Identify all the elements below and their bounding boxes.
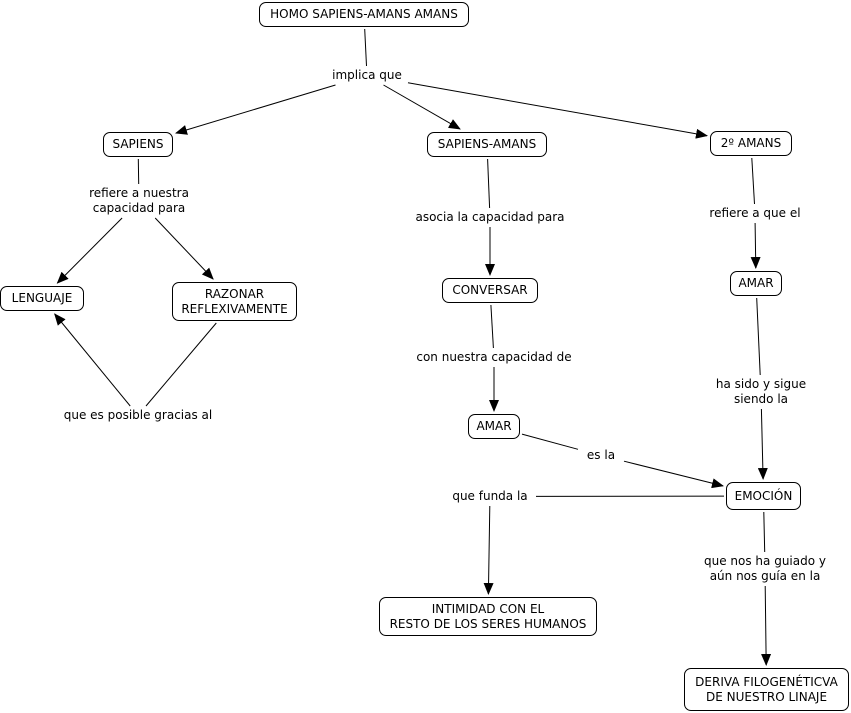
concept-sapiens-amans[interactable]: SAPIENS-AMANS: [427, 132, 547, 157]
connector-amans2-to-refiere_el: [751, 157, 755, 205]
link-refiere-a-nuestra-capacidad: refiere a nuestra capacidad para: [82, 186, 196, 216]
connector-es_la-to-emocion: [623, 460, 724, 489]
concept-sapiens[interactable]: SAPIENS: [103, 132, 173, 157]
connector-razonar-to-posible: [145, 322, 217, 407]
connector-conversar-to-con_nuestra: [490, 304, 494, 349]
link-asocia-la-capacidad: asocia la capacidad para: [412, 210, 568, 225]
link-refiere-a-que-el: refiere a que el: [703, 206, 807, 221]
connector-emocion-to-guiado: [763, 511, 766, 553]
connector-sapiens_amans-to-asocia: [487, 158, 491, 209]
link-que-nos-ha-guiado: que nos ha guiado y aún nos guía en la: [698, 554, 832, 584]
concept-amar-right[interactable]: AMAR: [730, 271, 782, 296]
connector-refiere_nuestra-to-lenguaje: [56, 217, 123, 284]
connector-refiere_nuestra-to-razonar: [154, 217, 214, 280]
connector-posible-to-lenguaje: [54, 313, 131, 407]
concept-razonar-reflexivamente[interactable]: RAZONAR REFLEXIVAMENTE: [172, 282, 297, 321]
link-implica-que: implica que: [328, 68, 406, 83]
link-con-nuestra-capacidad-de: con nuestra capacidad de: [412, 350, 576, 365]
connector-guiado-to-deriva: [761, 585, 772, 666]
concept-amar-center[interactable]: AMAR: [468, 414, 520, 439]
connector-amar_right-to-ha_sido: [756, 297, 761, 376]
concept-2o-amans[interactable]: 2º AMANS: [710, 131, 792, 156]
connector-ha_sido-to-emocion: [757, 408, 768, 480]
link-que-es-posible-gracias-al: que es posible gracias al: [58, 408, 218, 423]
concept-homo-sapiens-amans-amans[interactable]: HOMO SAPIENS-AMANS AMANS: [259, 2, 469, 27]
connector-implica-to-sapiens: [175, 84, 336, 135]
connector-funda-to-intimidad: [483, 505, 494, 595]
link-ha-sido-y-sigue-siendo-la: ha sido y sigue siendo la: [706, 377, 816, 407]
connector-amar_center-to-es_la: [521, 433, 579, 450]
concept-intimidad-con-el-resto[interactable]: INTIMIDAD CON EL RESTO DE LOS SERES HUMA…: [379, 597, 597, 636]
concept-deriva-filogenetica[interactable]: DERIVA FILOGENÉTICVA DE NUESTRO LINAJE: [684, 668, 849, 711]
connector-homo-to-implica: [364, 28, 367, 67]
connector-implica-to-amans2: [407, 82, 708, 139]
connector-implica-to-sapiens_amans: [383, 84, 461, 130]
link-que-funda-la: que funda la: [446, 489, 534, 504]
concept-lenguaje[interactable]: LENGUAJE: [0, 286, 84, 311]
concept-emocion[interactable]: EMOCIÓN: [726, 482, 801, 510]
concept-conversar[interactable]: CONVERSAR: [442, 278, 538, 303]
link-es-la: es la: [580, 448, 622, 463]
connector-refiere_el-to-amar_right: [750, 222, 761, 269]
